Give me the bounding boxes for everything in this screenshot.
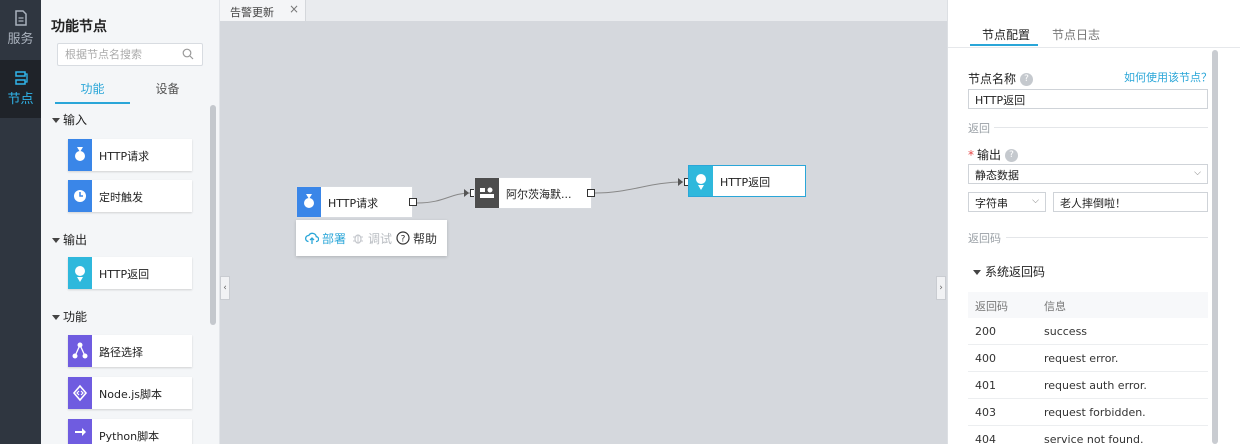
palette-item-timer[interactable]: 定时触发 <box>68 180 192 212</box>
rail-label: 节点 <box>7 92 34 107</box>
section-return-code: 返回码 <box>968 232 1001 245</box>
collapse-left-button[interactable]: ‹ <box>220 276 230 300</box>
question-icon[interactable]: ? <box>1020 73 1034 86</box>
bug-icon <box>353 234 363 244</box>
rail-item-service[interactable]: 服务 <box>0 0 41 58</box>
section-return: 返回 <box>968 122 990 135</box>
node-name-label: 节点名称? <box>968 70 1034 87</box>
flow-node-http-request[interactable]: HTTP请求 <box>296 186 413 218</box>
palette-search <box>57 43 203 66</box>
editor-tabbar: 告警更新 × <box>220 0 947 21</box>
output-mode-select[interactable]: 静态数据⌵ <box>968 164 1208 184</box>
config-panel: 节点配置 节点日志 节点名称? 如何使用该节点？ HTTP返回 返回 *输出? … <box>947 0 1240 444</box>
svg-text:?: ? <box>401 235 406 245</box>
flow-node-device[interactable]: 阿尔茨海默... <box>474 177 592 209</box>
tab-device[interactable]: 设备 <box>155 82 180 96</box>
help-button[interactable]: 帮助 <box>413 232 438 246</box>
clock-icon <box>68 180 92 212</box>
active-tab-indicator <box>970 44 1038 46</box>
output-label: *输出? <box>968 146 1019 163</box>
question-icon[interactable]: ? <box>1005 149 1019 162</box>
chevron-down-icon: ⌵ <box>1032 196 1039 206</box>
group-input[interactable]: 输入 <box>52 111 87 128</box>
search-icon[interactable] <box>182 48 194 60</box>
caret-down-icon <box>52 315 60 320</box>
palette-title: 功能节点 <box>51 19 107 35</box>
palette-item-http-request[interactable]: HTTP请求 <box>68 139 192 171</box>
rail-label: 服务 <box>7 32 34 47</box>
config-scrollbar[interactable] <box>1212 50 1218 444</box>
http-request-icon <box>297 187 321 217</box>
divider <box>994 127 1208 128</box>
node-icon <box>14 71 28 85</box>
tab-node-config[interactable]: 节点配置 <box>982 28 1031 42</box>
palette-item-python[interactable]: Python脚本 <box>68 419 192 444</box>
python-icon <box>68 419 92 444</box>
palette-item-http-response[interactable]: HTTP返回 <box>68 257 192 289</box>
value-text-input[interactable]: 老人摔倒啦！ <box>1053 192 1208 212</box>
editor-tab-label: 告警更新 <box>230 6 274 19</box>
codes-table-header: 返回码 信息 <box>968 292 1208 318</box>
debug-button[interactable]: 调试 <box>368 232 393 246</box>
input-arrow <box>464 189 469 197</box>
output-port[interactable] <box>409 198 417 206</box>
search-input[interactable] <box>65 44 183 65</box>
tab-node-log[interactable]: 节点日志 <box>1052 28 1101 42</box>
palette-tabs: 功能 设备 <box>55 80 205 104</box>
flow-canvas[interactable]: 告警更新 × ‹ › HTTP请求 部署 调试 ? 帮助 阿尔茨海默... HT… <box>220 0 947 444</box>
palette-item-switch[interactable]: 路径选择 <box>68 335 192 367</box>
http-response-icon <box>68 257 92 289</box>
node-name-input[interactable]: HTTP返回 <box>968 89 1208 109</box>
palette-item-nodejs[interactable]: Node.js脚本 <box>68 377 192 409</box>
node-palette: 功能节点 功能 设备 输入 HTTP请求 定时触发 输出 HTTP返回 功能 路… <box>41 0 220 444</box>
rail-item-node[interactable]: 节点 <box>0 60 41 118</box>
code-icon <box>68 377 92 409</box>
divider <box>948 47 1240 48</box>
caret-down-icon <box>973 270 981 275</box>
http-request-icon <box>68 139 92 171</box>
group-output[interactable]: 输出 <box>52 231 87 248</box>
output-port[interactable] <box>587 189 595 197</box>
editor-tab[interactable]: 告警更新 × <box>220 0 306 21</box>
palette-scrollbar[interactable] <box>210 105 216 325</box>
help-link[interactable]: 如何使用该节点？ <box>1124 71 1212 84</box>
chevron-down-icon: ⌵ <box>1194 168 1201 178</box>
group-function[interactable]: 功能 <box>52 308 87 325</box>
device-icon <box>475 178 499 208</box>
tab-function[interactable]: 功能 <box>55 80 130 104</box>
document-icon <box>14 10 27 26</box>
cloud-upload-icon <box>305 232 319 244</box>
left-rail: 服务 节点 <box>0 0 41 444</box>
node-label: HTTP返回 <box>720 176 771 189</box>
value-type-select[interactable]: 字符串⌵ <box>968 192 1046 212</box>
help-icon: ? <box>396 231 410 245</box>
caret-down-icon <box>52 118 60 123</box>
input-arrow <box>678 178 683 186</box>
collapse-right-button[interactable]: › <box>936 276 946 300</box>
system-codes-toggle[interactable]: 系统返回码 <box>973 263 1045 280</box>
flow-node-http-response[interactable]: HTTP返回 <box>688 165 806 197</box>
route-switch-icon <box>68 335 92 367</box>
close-icon[interactable]: × <box>289 2 300 16</box>
http-response-icon <box>689 166 713 196</box>
node-context-menu: 部署 调试 ? 帮助 <box>296 220 447 256</box>
node-label: 阿尔茨海默... <box>506 188 572 201</box>
caret-down-icon <box>52 238 60 243</box>
deploy-button[interactable]: 部署 <box>322 232 347 246</box>
node-label: HTTP请求 <box>328 197 379 210</box>
divider <box>1006 237 1208 238</box>
